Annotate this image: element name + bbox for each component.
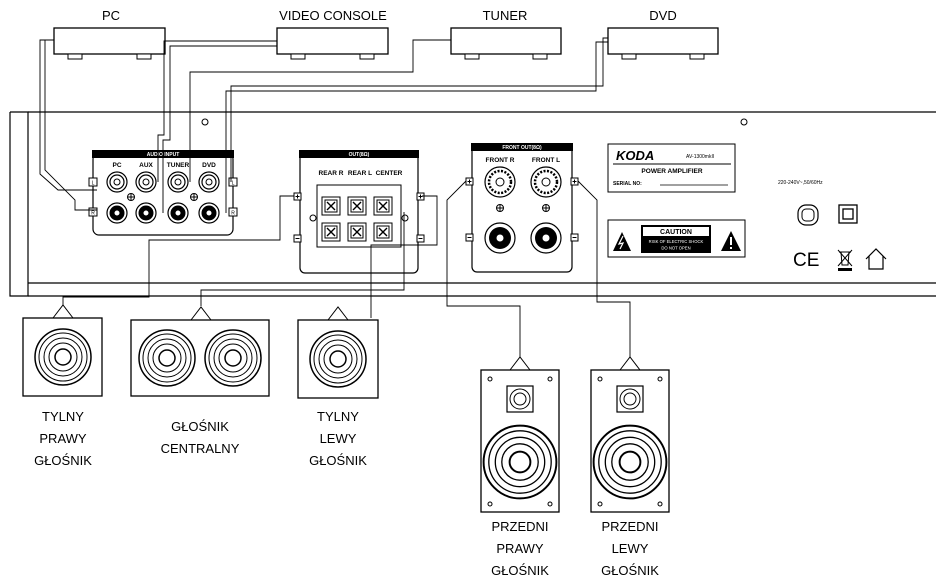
double-insulation-icon [838, 204, 858, 224]
source-device-tuner: TUNER [450, 8, 562, 60]
front-out-title: FRONT OUT(8Ω) [502, 145, 542, 151]
rca-jack-tuner-left [167, 171, 189, 193]
tweeter-icon [616, 385, 644, 413]
model-plate: KODA AV-1300mkII POWER AMPLIFIER SERIAL … [607, 143, 736, 193]
source-device-pc: PC [53, 8, 166, 60]
product-type: POWER AMPLIFIER [641, 168, 702, 175]
channel-marker-l-left: L [92, 181, 95, 187]
terminal-center-plus [373, 196, 393, 216]
rear-out-panel: OUT(8Ω) REAR R REAR L CENTER [293, 150, 425, 274]
tweeter-icon [506, 385, 534, 413]
front-out-panel: FRONT OUT(8Ω) FRONT R FRONT L [465, 143, 579, 273]
terminal-rear-l-plus [347, 196, 367, 216]
speaker-cables [62, 180, 631, 357]
rca-jack-tuner-right [167, 202, 189, 224]
speaker-label-front-right-2: PRAWY [496, 541, 544, 556]
source-label-dvd: DVD [649, 8, 676, 23]
audio-input-label-aux: AUX [139, 162, 153, 169]
speaker-label-front-right-3: GŁOŚNIK [491, 563, 549, 578]
power-cord-socket-icon [797, 204, 819, 226]
channel-marker-r-right: R [231, 211, 235, 217]
rca-jack-dvd-right [198, 202, 220, 224]
channel-marker-r-left: R [91, 211, 95, 217]
indoor-use-icon [865, 248, 887, 270]
front-out-label-front-r: FRONT R [486, 157, 515, 164]
rear-out-label-rear-r: REAR R [319, 170, 344, 177]
serial-label: SERIAL NO: [613, 181, 642, 187]
terminal-center-minus [373, 222, 393, 242]
weee-bin-icon [837, 249, 853, 271]
rca-jack-aux-right [135, 202, 157, 224]
speaker-label-rear-right-3: GŁOŚNIK [34, 453, 92, 468]
input-cables [39, 37, 608, 213]
amplifier-chassis [9, 111, 936, 297]
caution-title: CAUTION [660, 229, 692, 236]
source-device-dvd: DVD [607, 8, 719, 60]
speaker-label-front-left-2: LEWY [612, 541, 649, 556]
speaker-label-rear-right-1: TYLNY [42, 409, 84, 424]
speaker-label-center-2: CENTRALNY [161, 441, 240, 456]
speaker-label-center-1: GŁOŚNIK [171, 419, 229, 434]
channel-marker-l-right: L [232, 181, 235, 187]
caution-line-2: DO NOT OPEN [661, 246, 690, 251]
speaker-rear-right: TYLNY PRAWY GŁOŚNIK [22, 304, 103, 468]
speaker-label-front-left-1: PRZEDNI [601, 519, 658, 534]
rca-jack-pc-left [106, 171, 128, 193]
terminal-rear-r-minus [321, 222, 341, 242]
speaker-rear-left: TYLNY LEWY GŁOŚNIK [297, 306, 379, 468]
terminal-rear-l-minus [347, 222, 367, 242]
speaker-label-front-right-1: PRZEDNI [491, 519, 548, 534]
audio-input-label-dvd: DVD [202, 162, 216, 169]
power-spec: 220-240V~,50/60Hz [778, 180, 823, 186]
binding-post-front-r-minus [484, 222, 516, 254]
model-number: AV-1300mkII [686, 154, 714, 160]
ground-symbol-icon [127, 193, 198, 201]
source-label-pc: PC [102, 8, 120, 23]
rear-out-label-center: CENTER [376, 170, 403, 177]
binding-post-front-l-plus [530, 166, 562, 198]
rear-out-label-rear-l: REAR L [348, 170, 372, 177]
source-label-video-console: VIDEO CONSOLE [279, 8, 387, 23]
speaker-front-left: PRZEDNI LEWY GŁOŚNIK [590, 356, 670, 578]
rca-jack-dvd-left [198, 171, 220, 193]
source-label-tuner: TUNER [483, 8, 528, 23]
speaker-label-rear-left-1: TYLNY [317, 409, 359, 424]
rear-out-title: OUT(8Ω) [349, 152, 370, 158]
speaker-center: GŁOŚNIK CENTRALNY [130, 306, 270, 456]
audio-input-label-tuner: TUNER [167, 162, 190, 169]
rca-jack-aux-left [135, 171, 157, 193]
front-out-label-front-l: FRONT L [532, 157, 560, 164]
speaker-label-rear-left-2: LEWY [320, 431, 357, 446]
speaker-front-right: PRZEDNI PRAWY GŁOŚNIK [480, 356, 560, 578]
audio-input-label-pc: PC [112, 162, 121, 169]
speaker-label-rear-left-3: GŁOŚNIK [309, 453, 367, 468]
lightning-warning-icon [613, 232, 631, 251]
rca-jack-pc-right [106, 202, 128, 224]
source-device-video-console: VIDEO CONSOLE [276, 8, 389, 60]
speaker-label-rear-right-2: PRAWY [39, 431, 87, 446]
binding-post-front-r-plus [484, 166, 516, 198]
ce-mark: CE [793, 250, 819, 271]
caution-label: CAUTION RISK OF ELECTRIC SHOCK DO NOT OP… [607, 219, 746, 258]
binding-post-front-l-minus [530, 222, 562, 254]
caution-line-1: RISK OF ELECTRIC SHOCK [649, 239, 704, 244]
exclamation-warning-icon [721, 231, 741, 251]
speaker-label-front-left-3: GŁOŚNIK [601, 563, 659, 578]
terminal-rear-r-plus [321, 196, 341, 216]
brand-logo: KODA [616, 148, 654, 163]
